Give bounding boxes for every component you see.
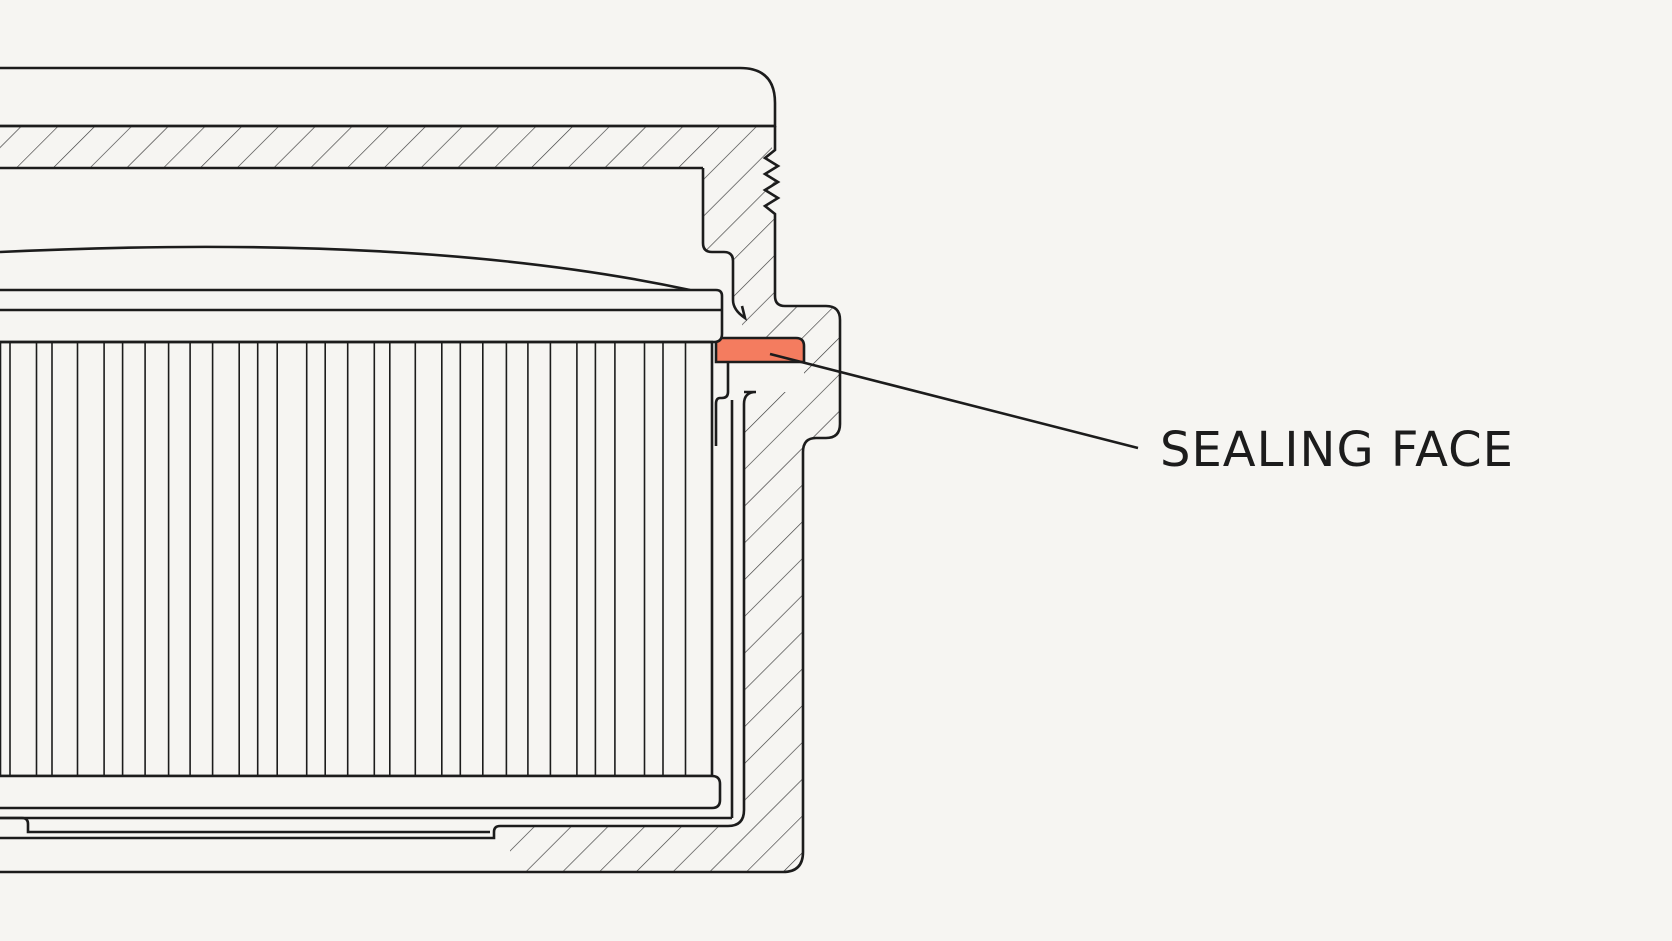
seal-shelf — [714, 354, 730, 446]
housing-outline — [0, 126, 842, 874]
callout-leader-line — [769, 352, 1139, 450]
housing-wall-hatch — [703, 126, 775, 306]
element-top-endcap — [0, 288, 724, 344]
cap-top-hatch — [0, 126, 772, 168]
element-bottom-endcap — [0, 774, 722, 810]
cap-outline — [0, 66, 777, 128]
pleat-block-outline — [0, 340, 714, 778]
bore-step — [0, 824, 510, 840]
bottom-inner-line — [0, 816, 490, 834]
filter-pleats — [9, 342, 713, 776]
housing-lower-hatch — [510, 306, 840, 872]
housing-bore — [510, 390, 757, 828]
sealing-face-label: SEALING FACE — [1160, 422, 1514, 478]
element-dome — [0, 245, 691, 292]
